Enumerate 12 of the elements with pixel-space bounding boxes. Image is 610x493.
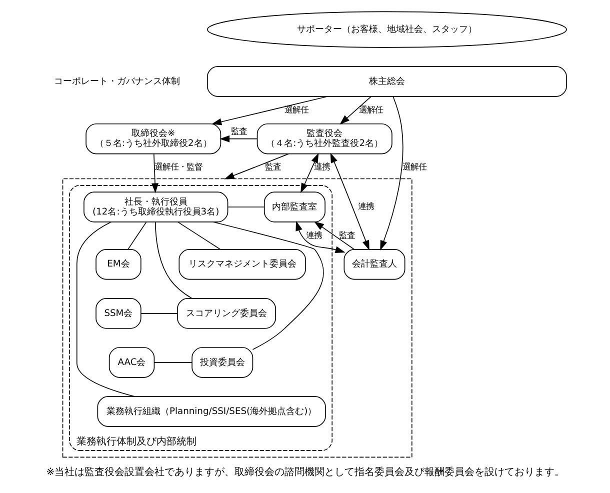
edge-label: 連携 (314, 162, 330, 172)
edge-label: 連携 (305, 230, 322, 240)
edge-label: 選解任 (284, 104, 308, 114)
edge-label: 連携 (358, 201, 374, 212)
edge-label: 選解任・監督 (154, 162, 202, 172)
caption: ※当社は監査役会設置会社でありますが、取締役会の諮問機関として指名委員会及び報酬委員会を設けております。 (46, 467, 564, 478)
edge-label: 監査 (230, 126, 246, 136)
edge-label: 選解任 (402, 162, 426, 172)
label: コーポレート・ガバナンス体制 (53, 76, 180, 87)
edge-label: 監査 (338, 230, 355, 240)
edge-label: 監査 (264, 162, 281, 172)
edge-label: 選解任 (358, 104, 383, 114)
